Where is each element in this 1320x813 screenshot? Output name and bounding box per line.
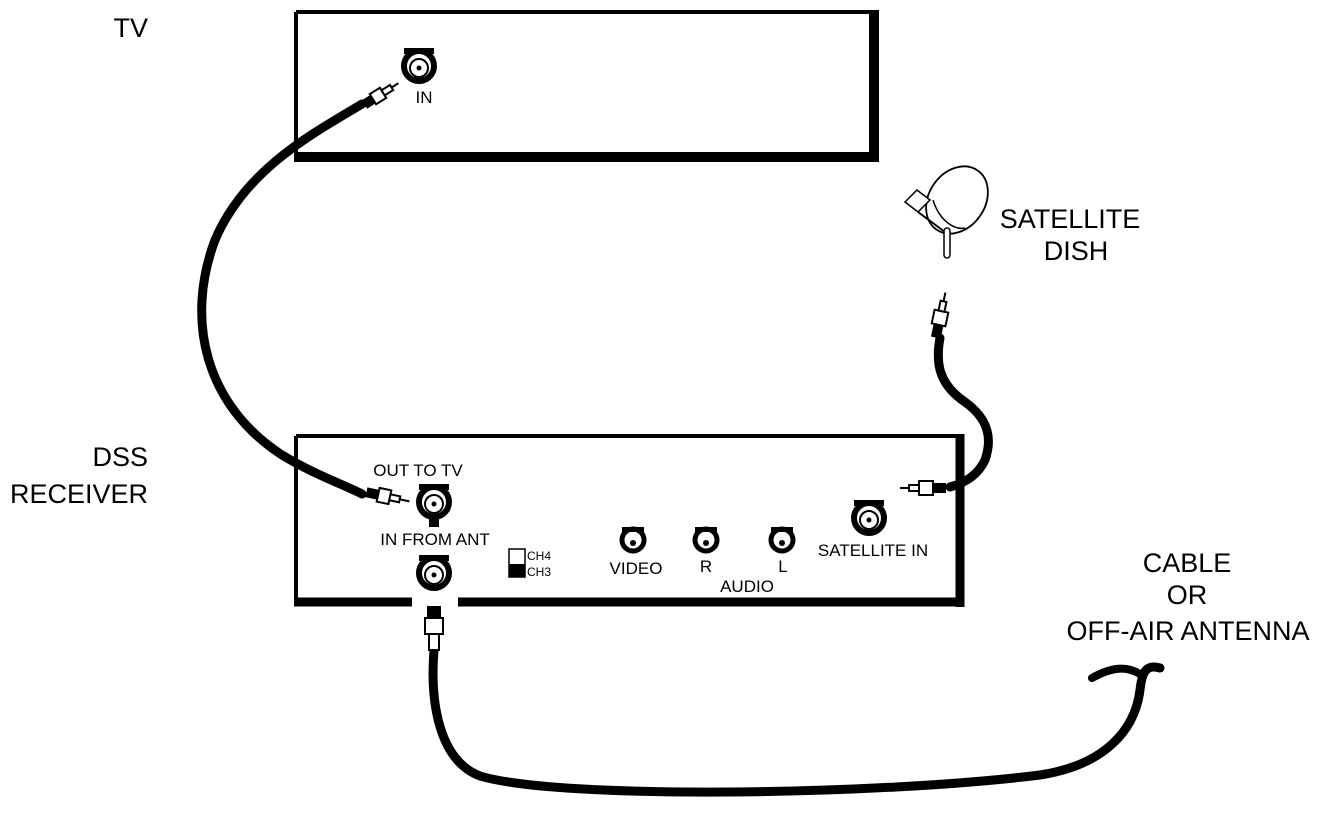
coax-connector-satellite-in-icon [900,480,946,496]
audio-l-jack-icon [768,526,796,554]
cable-label-line2: OR [1167,580,1208,610]
channel-switch-icon [508,548,526,578]
audio-l-label: L [778,557,787,576]
out-to-tv-jack-icon [416,484,452,527]
ch3-label: CH3 [527,565,551,579]
video-jack-icon [619,526,647,554]
satellite-in-jack-icon [851,500,887,536]
dss-label-line2: RECEIVER [10,479,148,509]
tv-label: TV [113,13,148,43]
out-to-tv-label: OUT TO TV [373,461,463,480]
coax-connector-dish-icon [930,292,950,339]
cable-antenna [428,645,1165,797]
satellite-in-label: SATELLITE IN [818,541,928,560]
cable-tv-to-receiver [197,99,367,499]
satellite-label-line1: SATELLITE [1000,204,1141,234]
audio-r-label: R [700,557,712,576]
satellite-label-line2: DISH [1044,236,1109,266]
in-from-ant-label: IN FROM ANT [380,530,490,549]
cable-antenna-tip [1088,664,1144,682]
cable-satellite [933,333,993,492]
tv-in-jack-icon [401,48,437,84]
in-from-ant-jack-icon [416,555,452,591]
video-label: VIDEO [610,559,663,578]
dss-label-line1: DSS [92,442,148,472]
tv-box [294,10,879,162]
cable-label-line3: OFF-AIR ANTENNA [1066,616,1309,646]
audio-r-jack-icon [692,526,720,554]
coax-connector-out-icon [365,486,410,506]
coax-connector-tv-icon [361,82,399,109]
audio-label: AUDIO [720,577,774,596]
satellite-dish-icon [903,165,989,259]
coax-connector-antenna-icon [424,606,444,651]
cable-label-line1: CABLE [1143,548,1232,578]
ch4-label: CH4 [527,549,551,563]
tv-in-label: IN [416,88,433,107]
